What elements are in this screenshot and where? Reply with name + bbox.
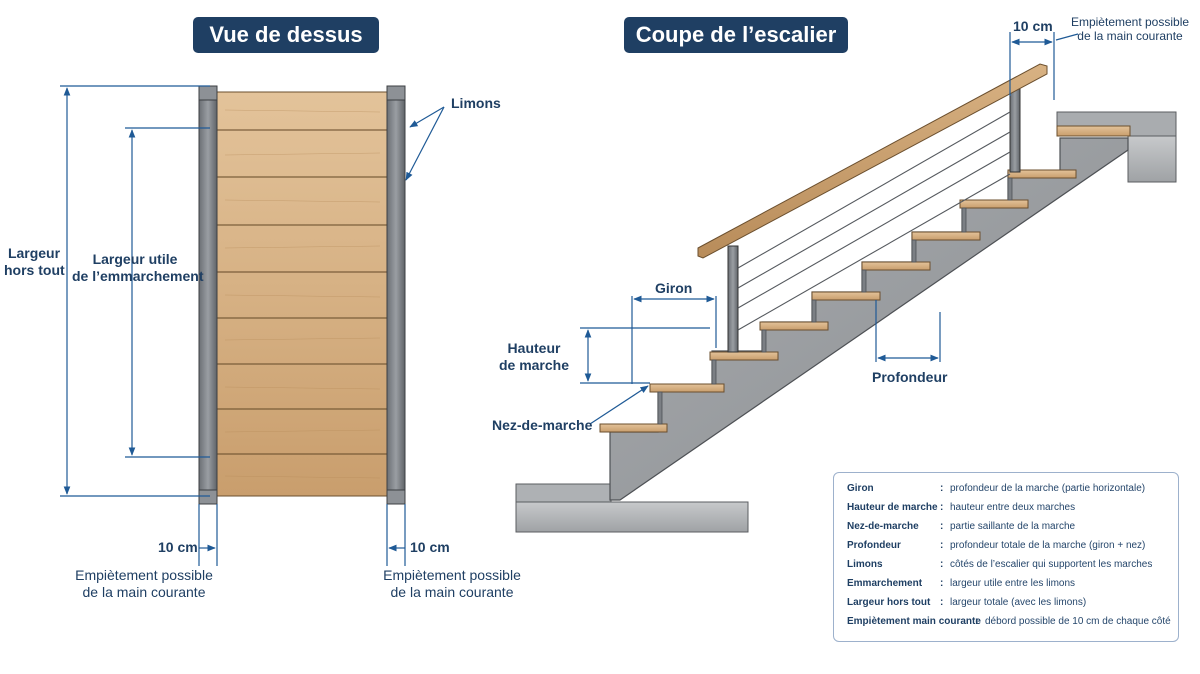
legend-colon: :	[940, 502, 944, 513]
nez-label: Nez-de-marche	[492, 417, 593, 433]
legend-row: Hauteur de marche : hauteur entre deux m…	[847, 498, 1178, 517]
largeur-hors-tout-line-1: Largeur	[7, 245, 61, 261]
tread	[599, 423, 668, 433]
section-drawing	[515, 63, 1177, 533]
left-overhang-label: Empiètement possible de la main courante	[70, 567, 218, 601]
tread	[649, 383, 725, 393]
top-overhang-label: Empiètement possible de la main courante	[1070, 15, 1190, 43]
legend-term: Profondeur	[847, 540, 901, 551]
legend-colon: :	[940, 597, 944, 608]
legend-term: Limons	[847, 559, 883, 570]
legend-row: Profondeur : profondeur totale de la mar…	[847, 536, 1178, 555]
top-overhang-line-2: de la main courante	[1077, 29, 1183, 43]
tread	[709, 351, 779, 361]
left-overhang-value: 10 cm	[158, 539, 198, 555]
legend-term: Empiètement main courante	[847, 616, 981, 627]
legend-def: largeur utile entre les limons	[950, 578, 1076, 589]
legend-term: Emmarchement	[847, 578, 923, 589]
tread	[759, 321, 829, 331]
legend-row: Giron : profondeur de la marche (partie …	[847, 479, 1178, 498]
largeur-utile-line-1: Largeur utile	[92, 251, 178, 267]
left-stringer	[198, 85, 218, 505]
legend-colon: :	[940, 521, 944, 532]
legend-term: Largeur hors tout	[847, 597, 931, 608]
legend-def: profondeur totale de la marche (giron + …	[950, 540, 1146, 551]
top-overhang-line-1: Empiètement possible	[1070, 15, 1190, 29]
legend-def: hauteur entre deux marches	[950, 502, 1076, 513]
largeur-utile-line-2: de l’emmarchement	[72, 268, 204, 284]
tread	[811, 291, 881, 301]
tread	[861, 261, 931, 271]
legend-colon: :	[940, 559, 944, 570]
top-view-title: Vue de dessus	[193, 17, 379, 53]
hauteur-line-1: Hauteur	[507, 340, 561, 356]
profondeur-label: Profondeur	[872, 369, 948, 385]
hauteur-line-2: de marche	[498, 357, 570, 373]
top-overhang-value: 10 cm	[1013, 18, 1053, 34]
tread	[1007, 169, 1077, 179]
legend-colon: :	[940, 483, 944, 494]
tread	[911, 231, 981, 241]
section-annotations	[580, 32, 1079, 425]
railing-post	[727, 245, 739, 353]
handrail	[697, 63, 1048, 259]
legend-row: Emmarchement : largeur utile entre les l…	[847, 574, 1178, 593]
legend-colon: :	[940, 578, 944, 589]
top-view-drawing	[198, 85, 406, 505]
legend-def: profondeur de la marche (partie horizont…	[950, 483, 1146, 494]
right-overhang-line-1: Empiètement possible	[383, 567, 521, 583]
section-title: Coupe de l’escalier	[624, 17, 848, 53]
left-overhang-line-2: de la main courante	[82, 584, 206, 600]
tread	[959, 199, 1029, 209]
largeur-hors-tout-label: Largeur hors tout	[4, 245, 65, 279]
legend-box: Giron : profondeur de la marche (partie …	[833, 472, 1179, 642]
legend-def: débord possible de 10 cm de chaque côté	[985, 616, 1171, 627]
legend-def: largeur totale (avec les limons)	[950, 597, 1087, 608]
legend-row: Nez-de-marche : partie saillante de la m…	[847, 517, 1178, 536]
giron-label: Giron	[655, 280, 693, 296]
tread-top-view	[216, 91, 388, 497]
upper-floor	[1127, 135, 1177, 183]
right-overhang-label: Empiètement possible de la main courante	[378, 567, 526, 601]
legend-colon: :	[940, 540, 944, 551]
right-stringer	[386, 85, 406, 505]
largeur-hors-tout-line-2: hors tout	[4, 262, 65, 278]
railing-post	[1009, 85, 1021, 173]
right-overhang-value: 10 cm	[410, 539, 450, 555]
limons-label: Limons	[451, 95, 501, 111]
legend-def: partie saillante de la marche	[950, 521, 1076, 532]
hauteur-label: Hauteur de marche	[498, 340, 570, 374]
legend-colon: :	[975, 616, 979, 627]
legend-row: Empiètement main courante : débord possi…	[847, 612, 1178, 631]
legend-row: Largeur hors tout : largeur totale (avec…	[847, 593, 1178, 612]
legend-term: Nez-de-marche	[847, 521, 919, 532]
legend-term: Giron	[847, 483, 874, 494]
ground-slab	[515, 501, 749, 533]
legend-def: côtés de l’escalier qui supportent les m…	[950, 559, 1153, 570]
left-overhang-line-1: Empiètement possible	[75, 567, 213, 583]
legend-term: Hauteur de marche	[847, 502, 938, 513]
top-view-annotations	[60, 85, 445, 566]
legend-row: Limons : côtés de l’escalier qui support…	[847, 555, 1178, 574]
right-overhang-line-2: de la main courante	[390, 584, 514, 600]
largeur-utile-label: Largeur utile de l’emmarchement	[72, 251, 204, 285]
